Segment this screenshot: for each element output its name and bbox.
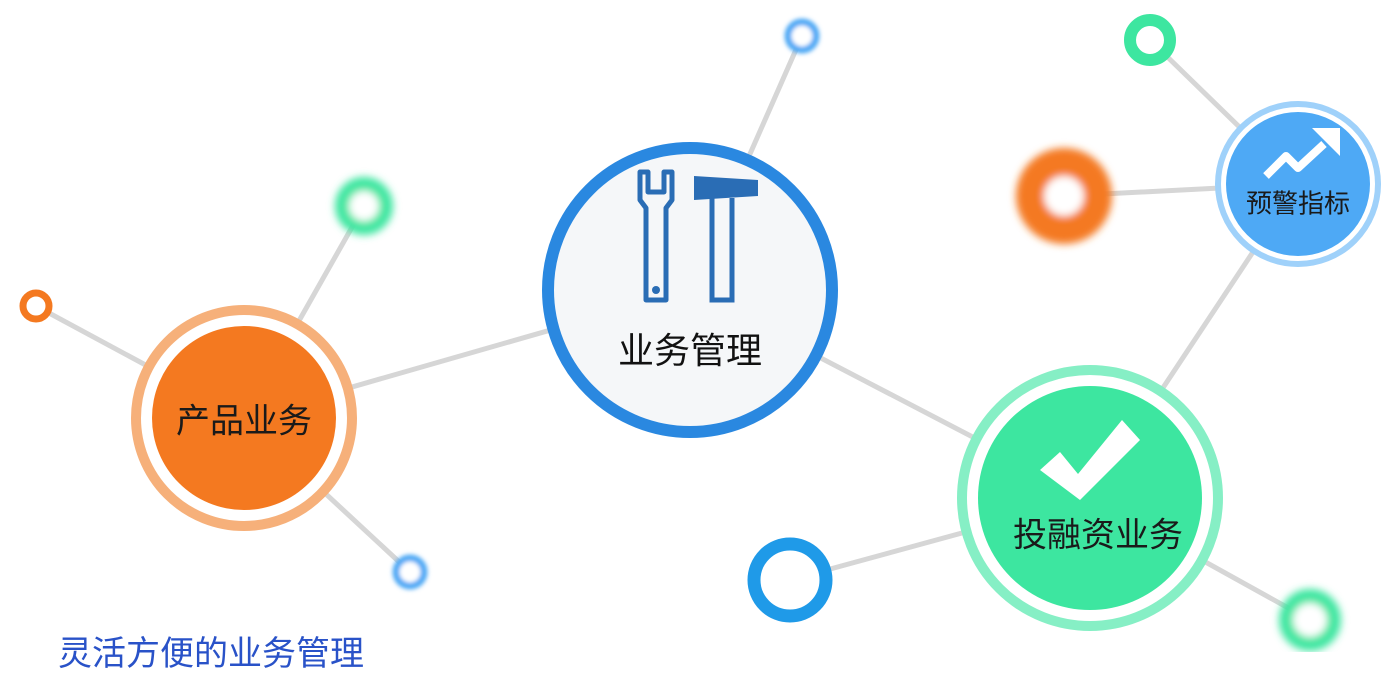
orange-small-dot	[19, 289, 53, 323]
business-network-diagram: 产品业务 业务管理 预警指标 投融资业务 灵活方便的业务管理	[19, 14, 1381, 674]
finance-node	[957, 365, 1223, 631]
diagram-canvas	[19, 14, 1381, 651]
blue-ring	[747, 537, 833, 623]
warning-node-label: 预警指标	[1245, 189, 1351, 220]
satellite-dots	[19, 14, 1341, 651]
product-node	[131, 305, 357, 531]
trend-up-arrow-icon	[1263, 128, 1340, 179]
green-blurred-dot	[335, 177, 393, 235]
checkmark-icon	[1040, 420, 1140, 500]
management-node	[542, 142, 838, 438]
hammer-icon	[694, 176, 758, 303]
blue-small-dot-bottom	[392, 554, 428, 590]
green-blurred-dot-bottom	[1279, 589, 1341, 651]
wrench-icon	[637, 169, 675, 303]
warning-node	[1215, 101, 1381, 267]
finance-node-label: 投融资业务	[1013, 515, 1183, 556]
product-node-label: 产品业务	[176, 401, 312, 442]
blue-small-dot-top	[784, 18, 820, 54]
green-small-dot-top	[1124, 14, 1176, 66]
orange-blurred-dot	[1016, 148, 1112, 244]
caption-text: 灵活方便的业务管理	[58, 634, 364, 674]
management-node-label: 业务管理	[617, 331, 763, 372]
